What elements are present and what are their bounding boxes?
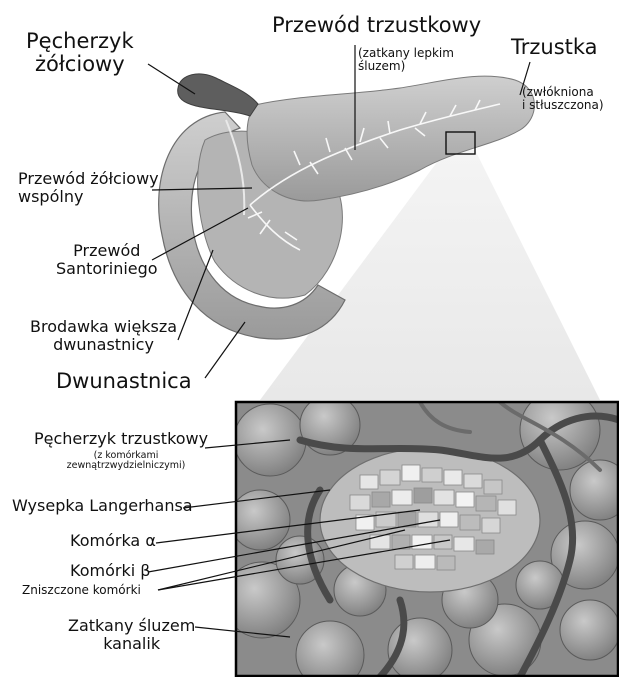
label-pancreas-note: (zwłókniona i stłuszczona) [522,86,604,112]
label-destroyed-cells: Zniszczone komórki [22,584,141,597]
label-pancreatic-duct: Przewód trzustkowy [272,14,481,37]
label-pancreatic-duct-note: (zatkany lepkim śluzem) [358,47,454,73]
label-santorini-duct: Przewód Santoriniego [56,242,158,277]
label-gallbladder: Pęcherzyk żółciowy [26,30,134,76]
label-acinus: Pęcherzyk trzustkowy [34,430,208,448]
label-alpha-cell: Komórka α [70,532,156,550]
label-pancreas: Trzustka [511,36,598,59]
label-plugged-duct: Zatkany śluzem kanalik [68,617,195,652]
label-major-papilla: Brodawka większa dwunastnicy [30,318,177,353]
label-common-bile-duct: Przewód żółciowy wspólny [18,170,159,205]
pancreas-body [247,76,534,201]
gallbladder-shape [178,74,258,116]
label-acinus-note: (z komórkami zewnątrzwydzielniczymi) [66,451,186,472]
label-islet: Wysepka Langerhansa [12,497,193,515]
label-beta-cells: Komórki β [70,562,150,580]
magnified-panel-art [224,390,619,677]
label-duodenum: Dwunastnica [56,370,192,393]
